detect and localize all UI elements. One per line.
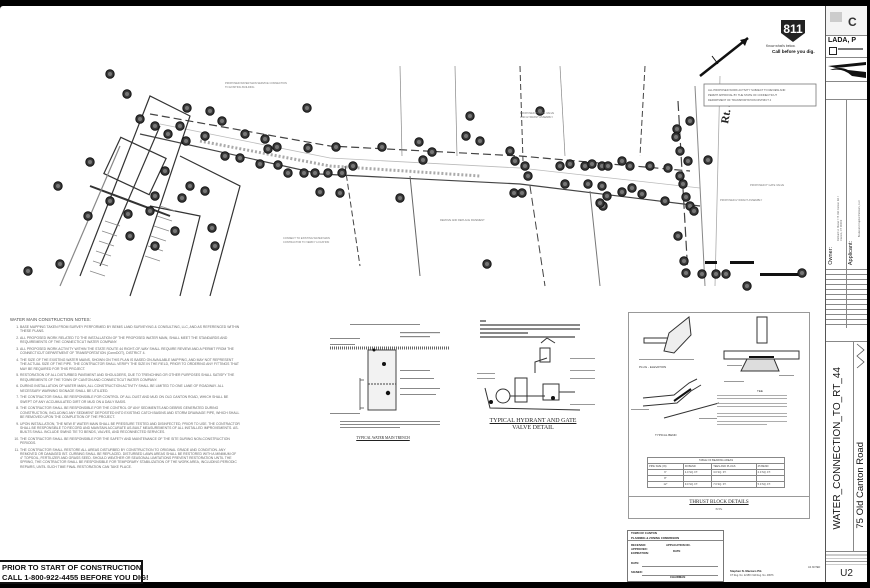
project-address: 75 Old Canton Road [855, 442, 866, 529]
hydrant-caption-line-1: TYPICAL HYDRANT AND GATE [489, 418, 577, 424]
svg-text:PROPOSED HYDRANT ASSEMBLY: PROPOSED HYDRANT ASSEMBLY [720, 198, 763, 202]
thrust-block-scale: N.T.S. [715, 508, 723, 511]
table-cell: 5.0 SQ. FT. [755, 481, 786, 488]
note-item: THE CONTRACTOR SHALL BE RESPONSIBLE FOR … [20, 395, 240, 403]
svg-text:PROPOSED WATER MAIN SERVICE CO: PROPOSED WATER MAIN SERVICE CONNECTION [225, 81, 287, 85]
application-no-label: APPLICATION NO. [666, 543, 691, 547]
warning-line-2: CALL 1-800-922-4455 BEFORE YOU DIG! [2, 573, 149, 582]
svg-text:TO EXISTING BUILDING: TO EXISTING BUILDING [225, 85, 254, 89]
signed-label: SIGNED: [631, 570, 643, 574]
svg-text:PROPOSED 8" GATE VALVE: PROPOSED 8" GATE VALVE [750, 183, 784, 187]
svg-text:CONNECT TO EXISTING WATER MAIN: CONNECT TO EXISTING WATER MAIN [283, 236, 330, 240]
table-row: 12" 9.0 SQ. FT. 7.0 SQ. FT. 5.0 SQ. FT. [647, 481, 786, 488]
approval-subtitle: PLANNING & ZONING COMMISSION [628, 536, 723, 542]
svg-text:REMOVE AND REPLACE PAVEMENT: REMOVE AND REPLACE PAVEMENT [440, 218, 485, 222]
owner-label: Owner: [828, 247, 834, 265]
hydrant-caption-line-2: VALVE DETAIL [512, 425, 554, 431]
date-label: DATE: [631, 561, 640, 565]
drawing-sheet: Rt. 44 PROPOSED WATER MAIN SERVICE CONNE… [0, 6, 867, 584]
scale-note: AS NOTED [808, 566, 821, 569]
engineer-license: CT Reg. No. 22158 / MA Reg. No. 49976 [730, 574, 774, 577]
project-title-block: WATER_CONNECTION_TO_RT_44 75 Old Canton … [826, 342, 867, 552]
trench-detail-caption: TYPICAL WATER MAIN TRENCH [356, 436, 410, 440]
note-item: THE CONTRACTOR SHALL RESTORE ALL AREAS D… [20, 448, 240, 469]
received-label: RECEIVED: [631, 543, 647, 547]
revision-table [826, 270, 867, 328]
call-811-logo: 811 [778, 18, 808, 42]
thrust-block-detail-panel: PLUG - ELEVATION TYPICAL BEND TEE TABLE … [628, 312, 810, 519]
svg-text:C: C [848, 15, 857, 29]
site-plan-view: Rt. 44 PROPOSED WATER MAIN SERVICE CONNE… [23, 37, 817, 297]
note-item: DURING INSTALLATION OF WATER MAIN, ALL C… [20, 384, 240, 392]
firm-logo: C [826, 6, 867, 36]
typical-bend-label: TYPICAL BEND [655, 433, 677, 437]
note-item: UPON INSTALLATION, THE NEW 8" WATER MAIN… [20, 422, 240, 435]
engineer-name: Stephen N. Mazzaro P.E. [730, 569, 763, 573]
plug-elevation-label: PLUG - ELEVATION [639, 365, 667, 369]
call-811-tagline-1: Know what's below. [766, 44, 796, 48]
svg-text:811: 811 [783, 22, 803, 36]
expiration-label: EXPIRATION: [631, 551, 649, 555]
water-main-construction-notes: WATER MAIN CONSTRUCTION NOTES: BASE MAPP… [10, 317, 240, 471]
note-item: BASE MAPPING TAKEN FROM SURVEY PERFORMED… [20, 325, 240, 333]
chairman-label: CHAIRMAN [670, 575, 686, 579]
tee-label: TEE [757, 389, 763, 393]
note-item: RESTORATION OF ALL DISTURBED PAVEMENT AN… [20, 373, 240, 381]
table-cell: 7.0 SQ. FT. [711, 481, 757, 488]
hydrant-detail-caption: TYPICAL HYDRANT AND GATE VALVE DETAIL [478, 418, 588, 432]
project-title: WATER_CONNECTION_TO_RT_44 [832, 366, 843, 529]
warning-line-1: PRIOR TO START OF CONSTRUCTION [2, 563, 142, 572]
approved-label: APPROVED: [631, 547, 648, 551]
owner-applicant-block: Owner: Applicant: Richard H. Mazur / 75 … [826, 100, 867, 270]
svg-text:AND HYDRANT ASSEMBLY: AND HYDRANT ASSEMBLY [520, 115, 553, 119]
svg-text:DEPARTMENT OF TRANSPORTATION D: DEPARTMENT OF TRANSPORTATION DISTRICT 4 [708, 98, 772, 102]
date-label-small: DATE [673, 549, 681, 553]
town-approval-block: TOWN OF CANTON PLANNING & ZONING COMMISS… [627, 530, 724, 582]
note-item: THE CONTRACTOR SHALL BE RESPONSIBLE FOR … [20, 437, 240, 445]
table-cell: 12" [647, 481, 684, 488]
note-item: THE CONTRACTOR SHALL BE RESPONSIBLE FOR … [20, 406, 240, 419]
firm-name-block: LADA, P [826, 36, 867, 58]
trench-detail-drawing [330, 324, 450, 428]
firm-name: LADA, P [828, 37, 856, 44]
thrust-block-drawings [631, 316, 800, 425]
note-item: THE SIZE OF THE EXISTING WATER MAINS, SH… [20, 358, 240, 371]
firm-seal-graphic [826, 58, 867, 82]
sheet-info-rows [826, 552, 867, 566]
call-811-tagline-2: Call before you dig. [772, 49, 815, 54]
applicant-label: Applicant: [848, 240, 854, 265]
notes-title: WATER MAIN CONSTRUCTION NOTES: [10, 317, 91, 322]
thrust-block-caption: THRUST BLOCK DETAILS [689, 500, 749, 505]
bearing-areas-table: TABLE OF BEARING AREAS PIPE SIZE (IN) 90… [647, 457, 786, 488]
svg-text:CONTRACTOR TO VERIFY LOCATION: CONTRACTOR TO VERIFY LOCATION [283, 240, 329, 244]
sheet-number: U2 [840, 568, 853, 579]
svg-text:PERMIT APPROVAL BY THE STATE O: PERMIT APPROVAL BY THE STATE OF CONNECTI… [708, 93, 777, 97]
hydrant-detail-drawing [477, 320, 595, 411]
svg-text:PROPOSED 8" GATE VALVE: PROPOSED 8" GATE VALVE [520, 111, 554, 115]
title-block: C LADA, P Owner: Applicant: Richard H. M… [825, 6, 867, 582]
svg-text:ALL PROPOSED WORK ACTIVITY SUB: ALL PROPOSED WORK ACTIVITY SUBJECT TO RE… [708, 88, 785, 92]
applicant-text: Boulevard Capital Partners, LLC [858, 199, 861, 237]
note-item: ALL PROPOSED WORK RELATED TO THE INSTALL… [20, 336, 240, 344]
note-item: ALL PROPOSED WORK ACTIVITY WITHIN THE ST… [20, 347, 240, 355]
owner-text: Richard H. Mazur / 75 Old Canton Rd / Ca… [837, 196, 843, 241]
call-before-you-dig-warning: PRIOR TO START OF CONSTRUCTION CALL 1-80… [0, 560, 149, 584]
approval-title: TOWN OF CANTON [631, 531, 657, 535]
table-cell: 9.0 SQ. FT. [682, 481, 713, 488]
